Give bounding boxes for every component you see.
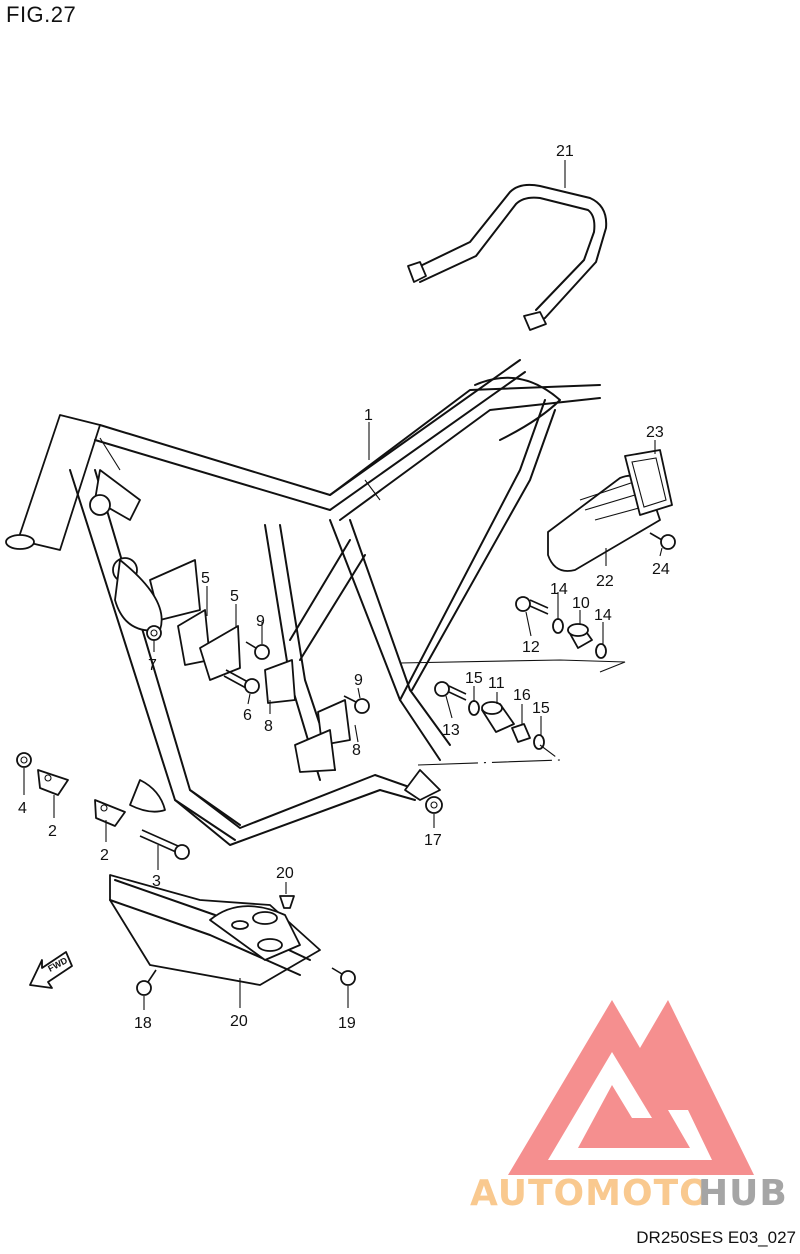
bolt-part-3 (139, 829, 190, 860)
washer-part-14a (552, 618, 564, 634)
leader-lines (23, 160, 663, 1010)
callout-18: 20 (230, 1013, 248, 1030)
callout-19: 20 (276, 865, 294, 882)
bolt-part-20b (331, 967, 356, 986)
bracket-part-8b (294, 699, 351, 773)
spacer-part-11 (481, 701, 515, 733)
callout-2b: 2 (100, 847, 109, 864)
callout-14a: 14 (550, 581, 568, 598)
callout-24: 24 (652, 561, 670, 578)
callout-21: 21 (556, 143, 574, 160)
callout-16: 16 (513, 687, 531, 704)
bracket-part-8a (264, 659, 296, 704)
automotohub-logo: AUTOMOTO HUB (470, 1000, 788, 1214)
plate-part-5b (199, 625, 241, 681)
callout-9b: 9 (354, 672, 363, 689)
cushion-part-10 (567, 623, 593, 649)
bolt-part-9b (343, 695, 370, 714)
bracket-part-23 (624, 449, 673, 516)
reference-line-upper-mount (399, 659, 626, 673)
bolt-part-24 (649, 532, 676, 550)
washer-part-14b (595, 643, 607, 659)
callout-15b: 15 (532, 700, 550, 717)
bolt-part-12 (515, 596, 549, 615)
figure-title: FIG.27 (6, 2, 77, 27)
callout-20a: 18 (134, 1015, 152, 1032)
callout-8a: 8 (264, 718, 273, 735)
callout-6: 6 (243, 707, 252, 724)
callout-7: 7 (148, 657, 157, 674)
forward-arrow-icon: FWD (29, 951, 73, 989)
callout-15a: 15 (465, 670, 483, 687)
callout-14b: 14 (594, 607, 612, 624)
reference-line-lower-mount (417, 744, 562, 766)
nut-part-7 (146, 625, 162, 641)
grab-handle-part-21 (407, 183, 608, 331)
callout-labels: 21 1 23 22 24 14 10 14 12 15 11 16 15 13… (18, 143, 670, 1032)
callout-11: 11 (488, 675, 505, 692)
callout-5a: 5 (201, 570, 210, 587)
callout-3: 3 (152, 873, 161, 890)
bolt-part-20a (136, 969, 157, 996)
nut-part-4 (16, 752, 32, 768)
bolt-part-9a (245, 641, 270, 660)
collar-part-16 (511, 723, 531, 743)
callout-5b: 5 (230, 588, 239, 605)
logo-text-automoto: AUTOMOTO (470, 1173, 711, 1214)
logo-text-hub: HUB (698, 1173, 788, 1214)
washer-part-15a (468, 700, 480, 716)
callout-9a: 9 (256, 613, 265, 630)
callout-10: 10 (572, 595, 590, 612)
callout-4: 4 (18, 800, 27, 817)
nut-part-17 (425, 796, 443, 814)
diagram-code: DR250SES E03_027 (636, 1228, 796, 1247)
callout-23: 23 (646, 424, 664, 441)
callout-13: 13 (442, 722, 460, 739)
skid-plate-part-18 (109, 874, 321, 986)
callout-17: 17 (424, 832, 442, 849)
callout-2a: 2 (48, 823, 57, 840)
cap-part-19 (279, 895, 295, 909)
callout-1: 1 (364, 407, 373, 424)
callout-12: 12 (522, 639, 540, 656)
bracket-part-2a (37, 769, 69, 796)
bracket-part-2b (94, 799, 126, 827)
callout-22: 22 (596, 573, 614, 590)
bolt-part-6 (223, 669, 260, 694)
callout-8b: 8 (352, 742, 361, 759)
bolt-part-13 (434, 681, 467, 701)
callout-20b: 19 (338, 1015, 356, 1032)
